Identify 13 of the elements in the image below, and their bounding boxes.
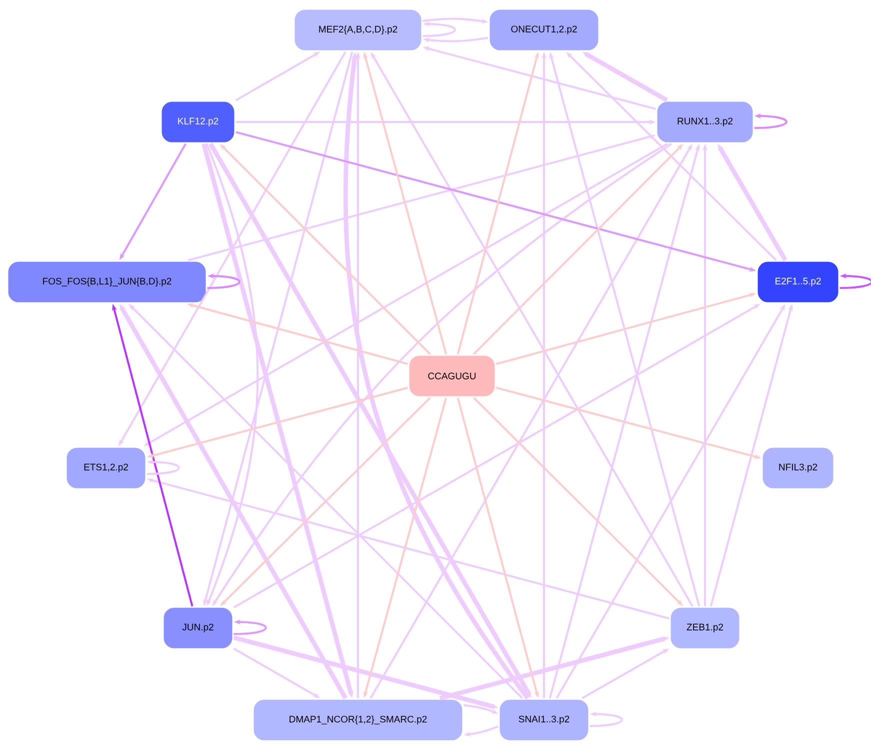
gene-box: FOS_FOS{B,L1}_JUN{B,D}.p2 — [6, 260, 208, 304]
gene-box: KLF12.p2 — [160, 100, 236, 144]
gene-box: MEF2{A,B,C,D}.p2 — [293, 8, 423, 52]
gene-box: JUN.p2 — [162, 606, 234, 650]
gene-box: SNAI1..3.p2 — [498, 698, 590, 742]
gene-box: CCAGUGU — [408, 354, 496, 398]
gene-box: ETS1,2.p2 — [65, 446, 147, 490]
gene-box: ZEB1.p2 — [669, 606, 741, 650]
gene-box: DMAP1_NCOR{1,2}_SMARC.p2 — [252, 698, 464, 742]
gene-box: E2F1..5.p2 — [756, 260, 840, 304]
gene-box: NFIL3.p2 — [761, 446, 835, 490]
gene-box: RUNX1..3.p2 — [656, 100, 754, 144]
gene-box: ONECUT1,2.p2 — [488, 8, 600, 52]
